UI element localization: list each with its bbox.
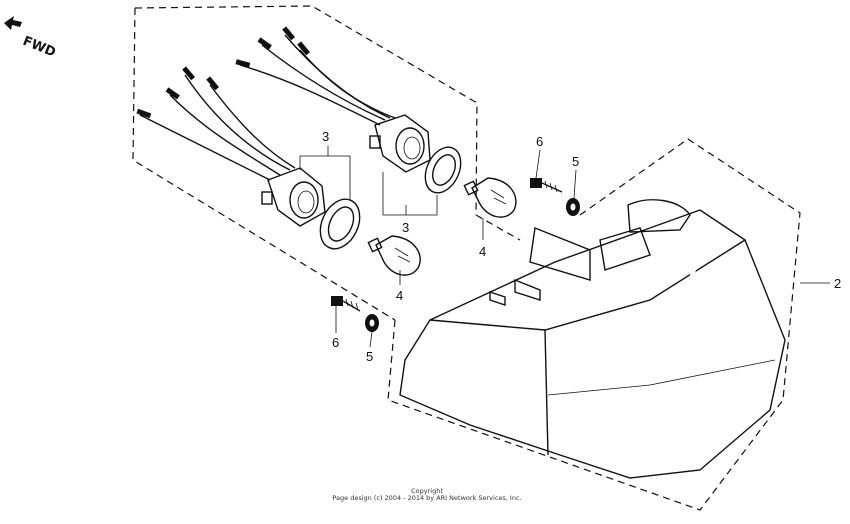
leader-lines <box>299 146 830 348</box>
callout-bulb-right: 4 <box>479 244 486 259</box>
washer-lower <box>365 314 379 332</box>
callout-socket-right: 3 <box>402 220 409 235</box>
bulb-socket-left <box>261 167 326 227</box>
callout-washer-upper: 5 <box>572 154 579 169</box>
callout-socket-left: 3 <box>322 129 329 144</box>
fwd-label: FWD <box>21 34 58 61</box>
wire-harness-left <box>136 66 296 181</box>
lamp-group-outline <box>387 138 801 511</box>
washer-upper <box>566 198 580 216</box>
forward-arrow-icon <box>4 16 22 30</box>
screw-upper <box>530 178 563 193</box>
gasket-ring-left <box>319 198 361 250</box>
bulb-socket-right <box>369 114 431 173</box>
callout-screw-upper: 6 <box>536 134 543 149</box>
callout-washer-lower: 5 <box>366 349 373 364</box>
gasket-ring-right <box>424 146 462 194</box>
socket-group-outline <box>132 5 521 321</box>
bulb-right <box>463 177 517 218</box>
taillight-lens-unit <box>399 199 786 479</box>
bulb-left <box>367 235 421 276</box>
callout-bulb-left: 4 <box>396 288 403 303</box>
callout-lamp-unit: 2 <box>834 276 841 291</box>
wire-harness-right <box>235 26 396 126</box>
copyright-line-1: Copyright <box>411 487 443 495</box>
copyright-line-2: Page design (c) 2004 - 2014 by ARI Netwo… <box>332 494 521 502</box>
screw-lower <box>331 296 361 312</box>
callout-screw-lower: 6 <box>332 335 339 350</box>
